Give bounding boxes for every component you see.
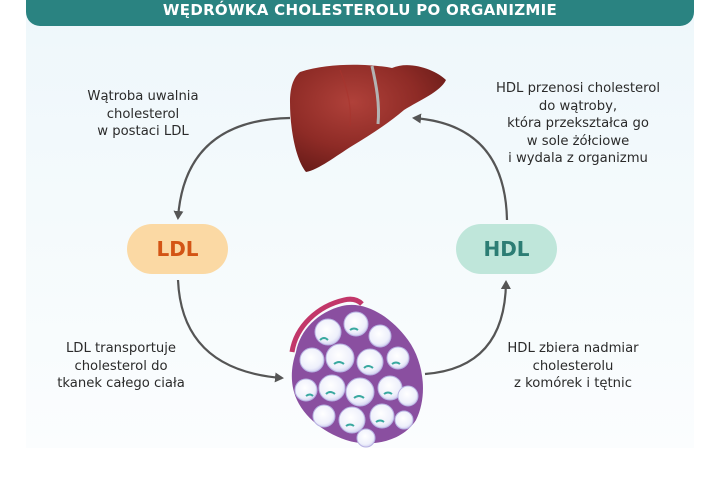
caption-line: LDL transportuje (65, 341, 177, 356)
caption-line: w postaci LDL (97, 124, 189, 140)
ldl-badge: LDL (127, 224, 228, 274)
caption-line: cholesterolu (532, 358, 614, 374)
hdl-badge: HDL (456, 224, 557, 274)
arrow-hdl-to-liver (412, 113, 509, 221)
caption-line: cholesterol do (74, 358, 168, 374)
caption-line: cholesterol (106, 106, 180, 122)
caption-line: która przekształca go (507, 116, 649, 132)
caption-line: HDL przenosi cholesterol (495, 81, 661, 96)
caption-line: z komórek i tętnic (514, 376, 632, 392)
arrow-liver-to-ldl (173, 116, 291, 220)
caption-line: Wątroba uwalnia (87, 89, 199, 104)
caption-liver-releases-ldl: Wątroba uwalnia cholesterol w postaci LD… (58, 88, 228, 141)
caption-line: w sole żółciowe (526, 133, 630, 149)
caption-line: tkanek całego ciała (57, 376, 185, 392)
arrow-tissue-to-hdl (424, 280, 511, 376)
caption-hdl-to-liver: HDL przenosi cholesterol do wątroby, któ… (478, 80, 678, 168)
arrow-ldl-to-tissue (176, 279, 284, 383)
caption-line: do wątroby, (538, 98, 618, 114)
liver-icon (290, 64, 446, 172)
diagram-title: WĘDRÓWKA CHOLESTEROLU PO ORGANIZMIE (26, 0, 694, 26)
caption-line: HDL zbiera nadmiar (507, 341, 639, 356)
caption-line: i wydala z organizmu (508, 151, 648, 167)
caption-ldl-transports: LDL transportuje cholesterol do tkanek c… (36, 340, 206, 393)
fat-tissue-icon (289, 296, 423, 448)
caption-hdl-collects: HDL zbiera nadmiar cholesterolu z komóre… (488, 340, 658, 393)
